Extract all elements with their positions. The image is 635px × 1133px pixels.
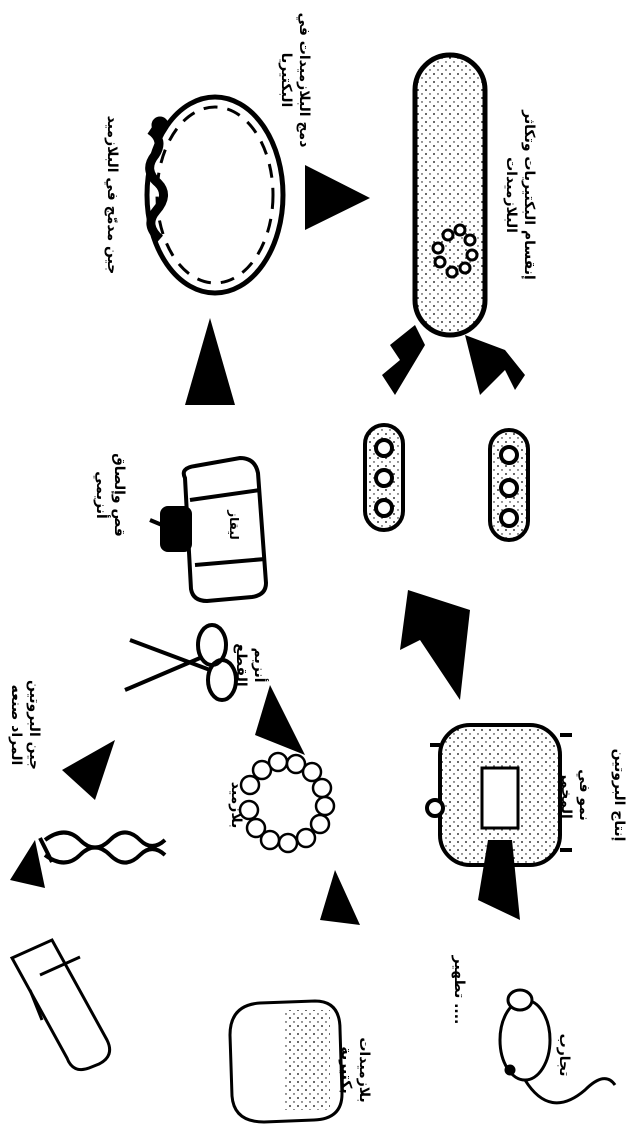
- ligase-jar-icon: [150, 458, 266, 601]
- arrow-icon: [465, 335, 525, 395]
- label-cutting-enzyme-line1: أنزيم: [251, 648, 269, 683]
- arrow-icon: [185, 318, 235, 405]
- label-ligase: ليقاز: [227, 509, 241, 539]
- daughter-bacterium-icon: [490, 430, 528, 540]
- label-experiments: تجارب: [556, 1034, 572, 1077]
- label-plasmid-insert-line2: البكتيريا: [278, 53, 294, 108]
- label-protein-production: إنتاج البروتين: [611, 749, 627, 842]
- test-tube-icon: [12, 940, 110, 1070]
- label-gene-in-plasmid: جين مدمّج في البلازميد: [104, 116, 120, 275]
- bacterial-plasmids-tube-icon: [230, 1001, 342, 1122]
- label-division-line2: البلازميدات: [503, 157, 519, 233]
- scissors-icon: [125, 625, 236, 700]
- label-cut-paste-line1: قص وإلصاق: [111, 453, 127, 536]
- arrow-icon: [305, 165, 370, 230]
- label-plasmid: بلازميد: [228, 782, 244, 828]
- fermenter-icon: [427, 725, 572, 865]
- arrow-icon: [255, 685, 305, 755]
- label-growth-line1: نمو في: [576, 769, 592, 821]
- arrow-icon: [10, 840, 45, 888]
- arrow-icon: [400, 590, 470, 700]
- label-cutting-enzyme-line2: القطع: [233, 643, 249, 686]
- bacterium-icon: [415, 55, 485, 335]
- label-protein-gene-line2: المراد صنعه: [8, 685, 24, 766]
- arrow-icon: [320, 870, 360, 925]
- label-plasmid-insert-line1: دمج البلازميدات في: [296, 13, 312, 148]
- dna-helix-icon: [40, 833, 165, 863]
- label-bacterial-plasmids-line1: بلازميدات: [356, 1037, 372, 1102]
- label-bacterial-plasmids-line2: بكتيرية: [338, 1046, 354, 1093]
- label-division-line1: إنقسام البكتيريات وتكاثر: [521, 109, 537, 280]
- recombinant-plasmid-icon: [147, 97, 283, 293]
- label-cut-paste-line2: أنزيمي: [93, 471, 111, 519]
- arrow-icon: [62, 740, 115, 800]
- label-purification: تطهير ....: [451, 955, 467, 1025]
- daughter-bacterium-icon: [365, 425, 403, 530]
- arrow-icon: [382, 325, 425, 395]
- label-protein-gene-line1: جين البروتين: [26, 680, 42, 770]
- label-growth-line2: المخمر: [558, 770, 574, 819]
- plasmid-ring-icon: [240, 753, 334, 852]
